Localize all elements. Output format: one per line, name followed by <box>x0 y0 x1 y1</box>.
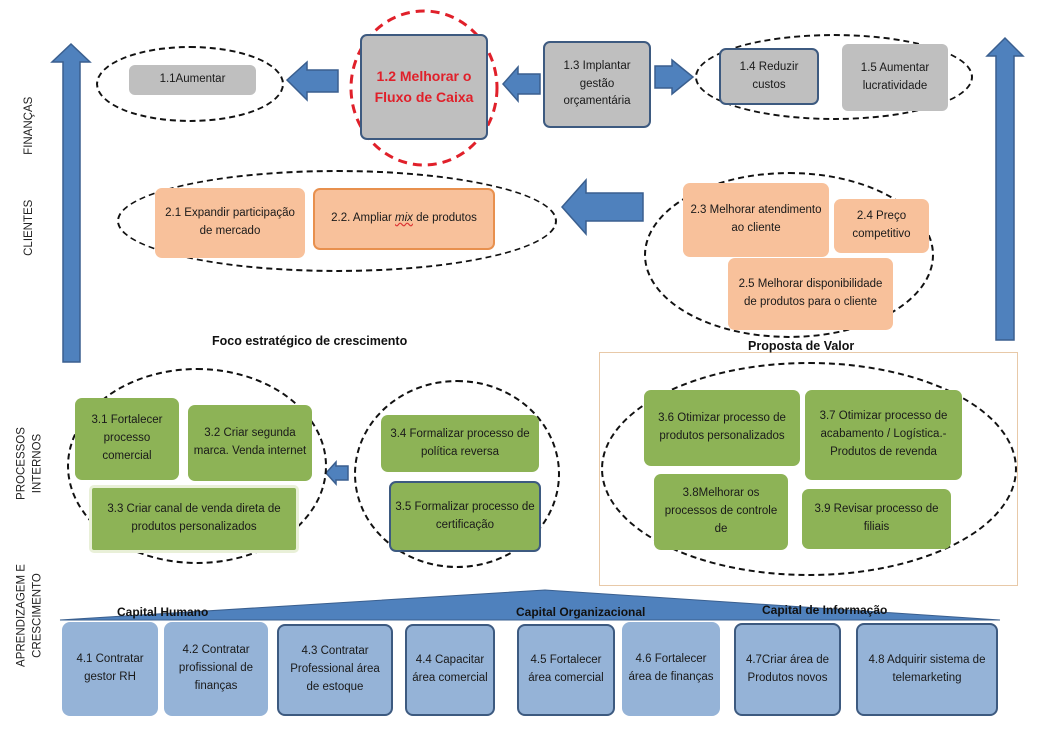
objective-4-7: 4.7Criar área de Produtos novos <box>734 623 841 716</box>
objective-3-2: 3.2 Criar segunda marca. Venda internet <box>188 405 312 481</box>
ellipse-financas-left <box>96 46 284 122</box>
label-financas: FINANÇAS <box>23 96 36 155</box>
objective-1-5: 1.5 Aumentar lucratividade <box>842 44 948 111</box>
objective-3-3: 3.3 Criar canal de venda direta de produ… <box>89 485 299 553</box>
objective-2-2-text-a: 2.2. Ampliar <box>331 212 396 225</box>
label-aprendizagem-l1: APRENDIZAGEM E <box>15 564 28 667</box>
arrow-clients <box>560 178 644 236</box>
objective-1-2: 1.2 Melhorar o Fluxo de Caixa <box>360 34 488 140</box>
objective-3-6: 3.6 Otimizar processo de produtos person… <box>644 390 800 466</box>
objective-4-3: 4.3 Contratar Professional área de estoq… <box>277 624 393 716</box>
arrow-to-1-1 <box>285 60 339 102</box>
objective-3-8: 3.8Melhorar os processos de controle de <box>654 474 788 550</box>
objective-2-2: 2.2. Ampliar mix de produtos <box>313 188 495 250</box>
objective-4-4: 4.4 Capacitar área comercial <box>405 624 495 716</box>
objective-2-3: 2.3 Melhorar atendimento ao cliente <box>683 183 829 257</box>
label-aprendizagem-l2: CRESCIMENTO <box>31 573 43 658</box>
label-aprendizagem: APRENDIZAGEM E CRESCIMENTO <box>14 556 45 676</box>
left-up-arrow <box>50 42 92 363</box>
heading-capital-informacao: Capital de Informação <box>762 603 888 617</box>
objective-4-2: 4.2 Contratar profissional de finanças <box>164 622 268 716</box>
arrow-to-1-2 <box>501 65 541 103</box>
objective-2-1: 2.1 Expandir participação de mercado <box>155 188 305 258</box>
ellipse-processos-3 <box>601 362 1017 576</box>
objective-3-5: 3.5 Formalizar processo de certificação <box>389 481 541 552</box>
ellipse-clientes-right <box>644 172 934 338</box>
label-clientes: CLIENTES <box>23 199 36 256</box>
label-processos: PROCESSOS INTERNOS <box>14 414 45 514</box>
ellipse-clientes-left <box>117 170 557 272</box>
proposta-frame <box>599 352 1018 586</box>
capital-triangle <box>59 589 1001 621</box>
ellipse-processos-2 <box>354 380 560 568</box>
objective-3-7: 3.7 Otimizar processo de acabamento / Lo… <box>805 390 962 480</box>
objective-1-1: 1.1Aumentar <box>129 65 256 95</box>
objective-3-9: 3.9 Revisar processo de filiais <box>802 489 951 549</box>
objective-2-2-text-b: de produtos <box>412 212 477 225</box>
right-up-arrow <box>985 36 1025 341</box>
objective-1-4: 1.4 Reduzir custos <box>719 48 819 105</box>
objective-2-5: 2.5 Melhorar disponibilidade de produtos… <box>728 258 893 330</box>
ellipse-financas-right <box>695 34 973 120</box>
objective-3-4: 3.4 Formalizar processo de política reve… <box>381 415 539 472</box>
arrow-processos <box>324 460 349 486</box>
objective-4-1: 4.1 Contratar gestor RH <box>62 622 158 716</box>
objective-3-1: 3.1 Fortalecer processo comercial <box>75 398 179 480</box>
label-processos-l2: INTERNOS <box>31 433 43 494</box>
objective-1-3: 1.3 Implantar gestão orçamentária <box>543 41 651 128</box>
heading-capital-humano: Capital Humano <box>117 605 209 619</box>
objective-4-6: 4.6 Fortalecer área de finanças <box>622 622 720 716</box>
objective-4-5: 4.5 Fortalecer área comercial <box>517 624 615 716</box>
heading-foco: Foco estratégico de crescimento <box>212 334 408 348</box>
arrow-to-1-4 <box>654 58 695 96</box>
highlight-circle <box>349 9 499 167</box>
objective-2-4: 2.4 Preço competitivo <box>834 199 929 253</box>
heading-capital-organizacional: Capital Organizacional <box>516 605 646 619</box>
objective-4-8: 4.8 Adquirir sistema de telemarketing <box>856 623 998 716</box>
label-processos-l1: PROCESSOS <box>15 427 28 500</box>
ellipse-processos-1 <box>67 368 327 564</box>
heading-proposta: Proposta de Valor <box>748 339 855 353</box>
objective-2-2-text-mix: mix <box>395 212 413 225</box>
